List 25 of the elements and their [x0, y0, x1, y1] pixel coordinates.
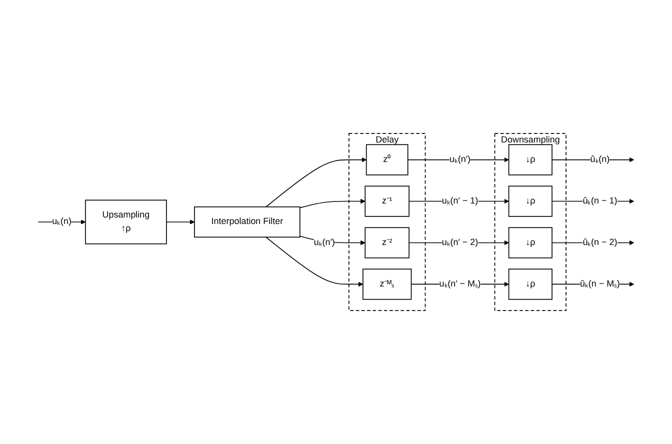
edge-label: ûₖ(n): [590, 154, 610, 164]
arrow: [166, 220, 195, 224]
node-box: ↓ρ: [508, 227, 552, 258]
node-box: z⁻ᴹₛ: [362, 268, 412, 300]
node-box: ↓ρ: [508, 268, 552, 300]
node-box: z⁰: [366, 144, 408, 176]
node-box: z⁻²: [364, 227, 410, 258]
edge-label: uₖ(n′): [314, 238, 335, 248]
arrow: [266, 236, 364, 287]
node-box: ↓ρ: [508, 186, 552, 217]
edge-label: uₖ(n′ − Mₛ): [439, 279, 481, 289]
node-box: Upsampling ↑ρ: [85, 200, 167, 244]
edge-label: uₖ(n′ − 1): [442, 196, 478, 206]
edge-label: ûₖ(n − Mₛ): [580, 279, 620, 289]
arrow: [300, 198, 366, 208]
arrow: [407, 157, 510, 162]
node-box: Interpolation Filter: [194, 206, 300, 238]
edge-label: uₖ(n′): [450, 154, 471, 164]
node-box: ↓ρ: [508, 144, 552, 176]
arrow: [266, 157, 367, 208]
edge-label: uₖ(n): [52, 216, 72, 226]
node-box: z⁻¹: [364, 186, 410, 217]
edge-label: ûₖ(n − 2): [582, 238, 618, 248]
edge-label: ûₖ(n − 1): [582, 196, 618, 206]
edge-label: uₖ(n′ − 2): [442, 238, 478, 248]
